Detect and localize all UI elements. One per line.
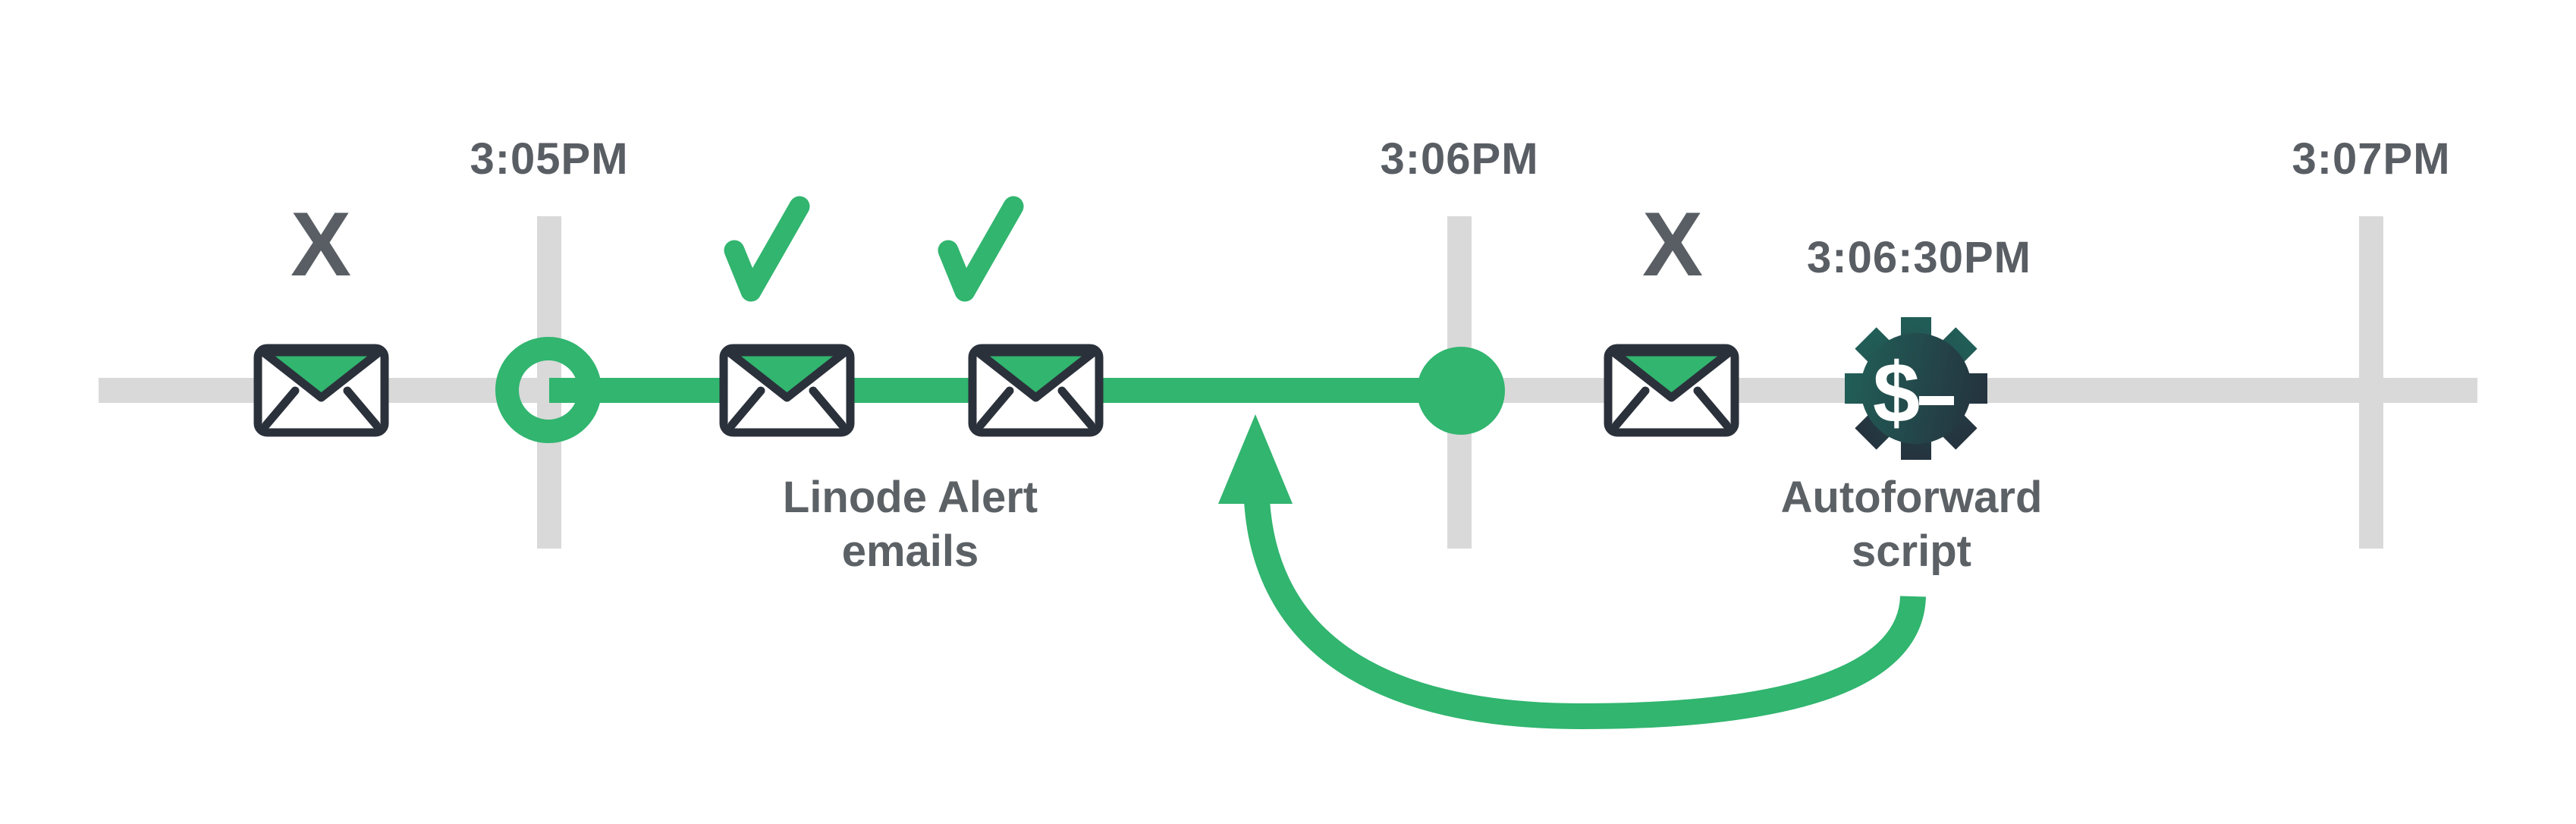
envelope-icon	[1604, 344, 1739, 437]
autoforward-caption: Autoforward script	[1714, 470, 2109, 578]
caption-line-2: script	[1852, 527, 1971, 576]
dollar-symbol: $	[1873, 345, 1920, 440]
gear-dollar-icon: $	[1845, 317, 1987, 460]
x-mark: X	[290, 193, 352, 295]
time-label-3-06-30: 3:06:30PM	[1807, 233, 2031, 282]
envelope-icon	[253, 344, 389, 437]
prompt-dash	[1919, 396, 1954, 405]
check-icon	[938, 196, 1024, 302]
end-dot-node	[1417, 347, 1505, 435]
caption-line-2: emails	[841, 527, 979, 576]
caption-line-1: Autoforward	[1780, 473, 2043, 522]
envelope-icon	[719, 344, 855, 437]
time-label-3-06: 3:06PM	[1380, 134, 1539, 184]
envelope-icon	[968, 344, 1104, 437]
time-label-3-05: 3:05PM	[470, 134, 629, 184]
start-ring-node	[495, 337, 602, 443]
caption-line-1: Linode Alert	[782, 473, 1038, 522]
time-label-3-07: 3:07PM	[2292, 134, 2451, 184]
tick-3-07	[2359, 216, 2383, 549]
linode-alert-caption: Linode Alert emails	[713, 470, 1107, 578]
x-mark: X	[1641, 193, 1704, 295]
check-icon	[724, 196, 810, 302]
